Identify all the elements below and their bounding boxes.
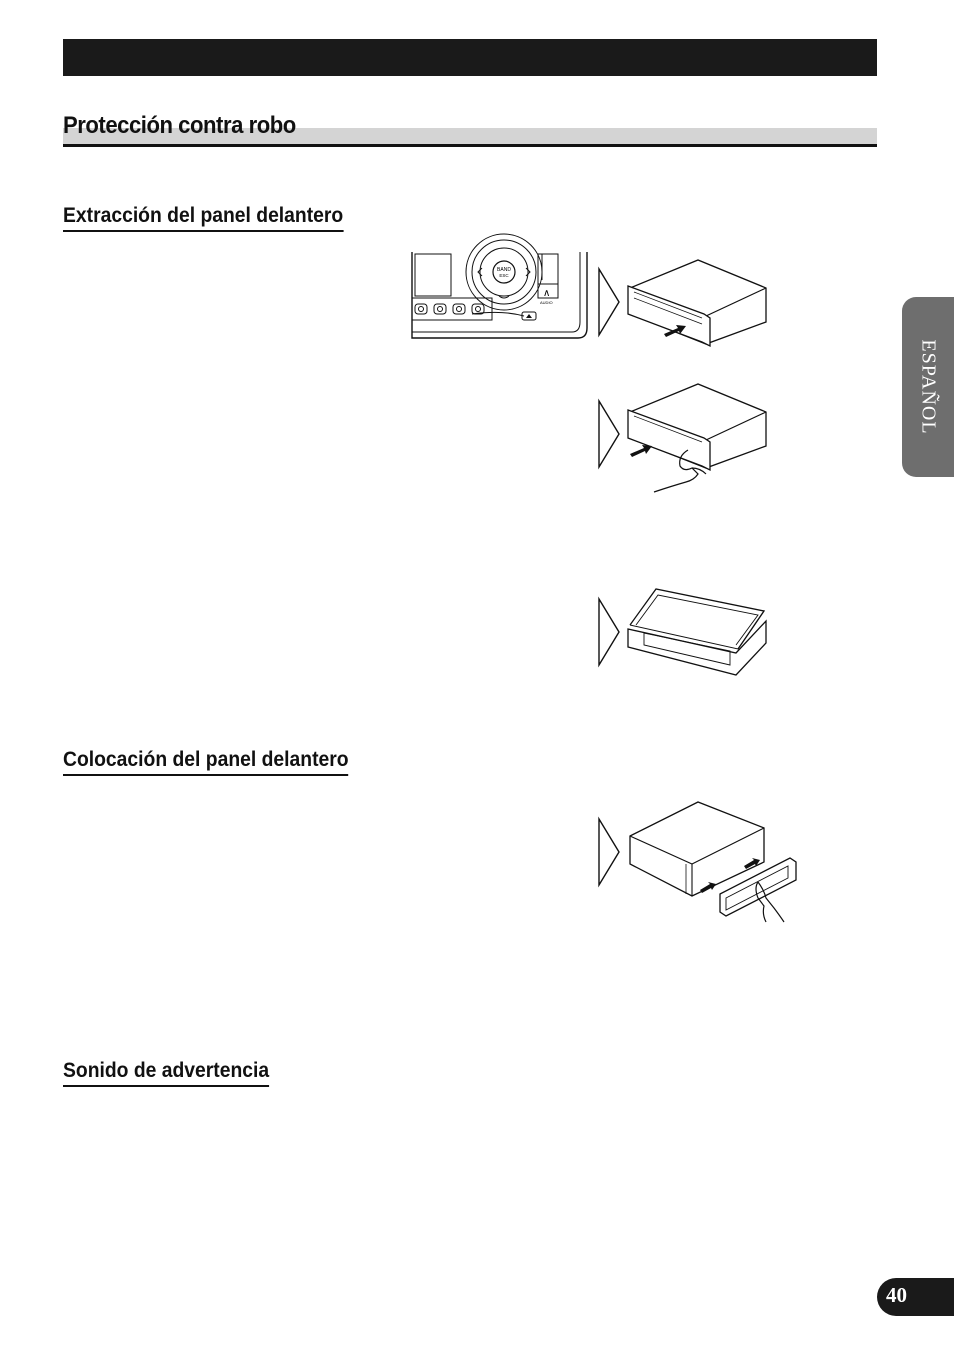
- section-header: Protección contra robo: [63, 112, 877, 148]
- esc-button-label: ESC: [499, 273, 509, 278]
- section-header-band: [63, 128, 877, 144]
- up-arrow-glyph: ∧: [543, 288, 550, 299]
- band-button-label: BAND: [497, 267, 511, 273]
- language-tab: ESPAÑOL: [902, 297, 954, 477]
- subheading-remove-panel: Extracción del panel delantero: [63, 204, 344, 232]
- step-chevron-4: [598, 818, 620, 886]
- control-panel-illustration: BAND ESC ∧ AUDIO: [412, 252, 587, 340]
- eject-icon: [526, 314, 532, 318]
- unit-panel-removal-illustration: [620, 258, 770, 350]
- step-chevron-2: [598, 400, 620, 468]
- step-chevron-3: [598, 598, 620, 666]
- subheading-warning-tone: Sonido de advertencia: [63, 1059, 270, 1087]
- section-header-rule: [63, 144, 877, 147]
- panel-case-illustration: [626, 585, 768, 681]
- section-title: Protección contra robo: [63, 112, 296, 139]
- page-number: 40: [886, 1283, 907, 1307]
- hand-panel-removal-illustration: [620, 382, 770, 494]
- header-bar: [63, 39, 877, 76]
- audio-button-label: AUDIO: [540, 300, 553, 305]
- panel-attach-illustration: [626, 798, 798, 924]
- step-chevron-1: [598, 268, 620, 336]
- language-tab-label: ESPAÑOL: [917, 339, 940, 435]
- subheading-attach-panel: Colocación del panel delantero: [63, 748, 349, 776]
- page-number-badge: 40: [877, 1278, 954, 1316]
